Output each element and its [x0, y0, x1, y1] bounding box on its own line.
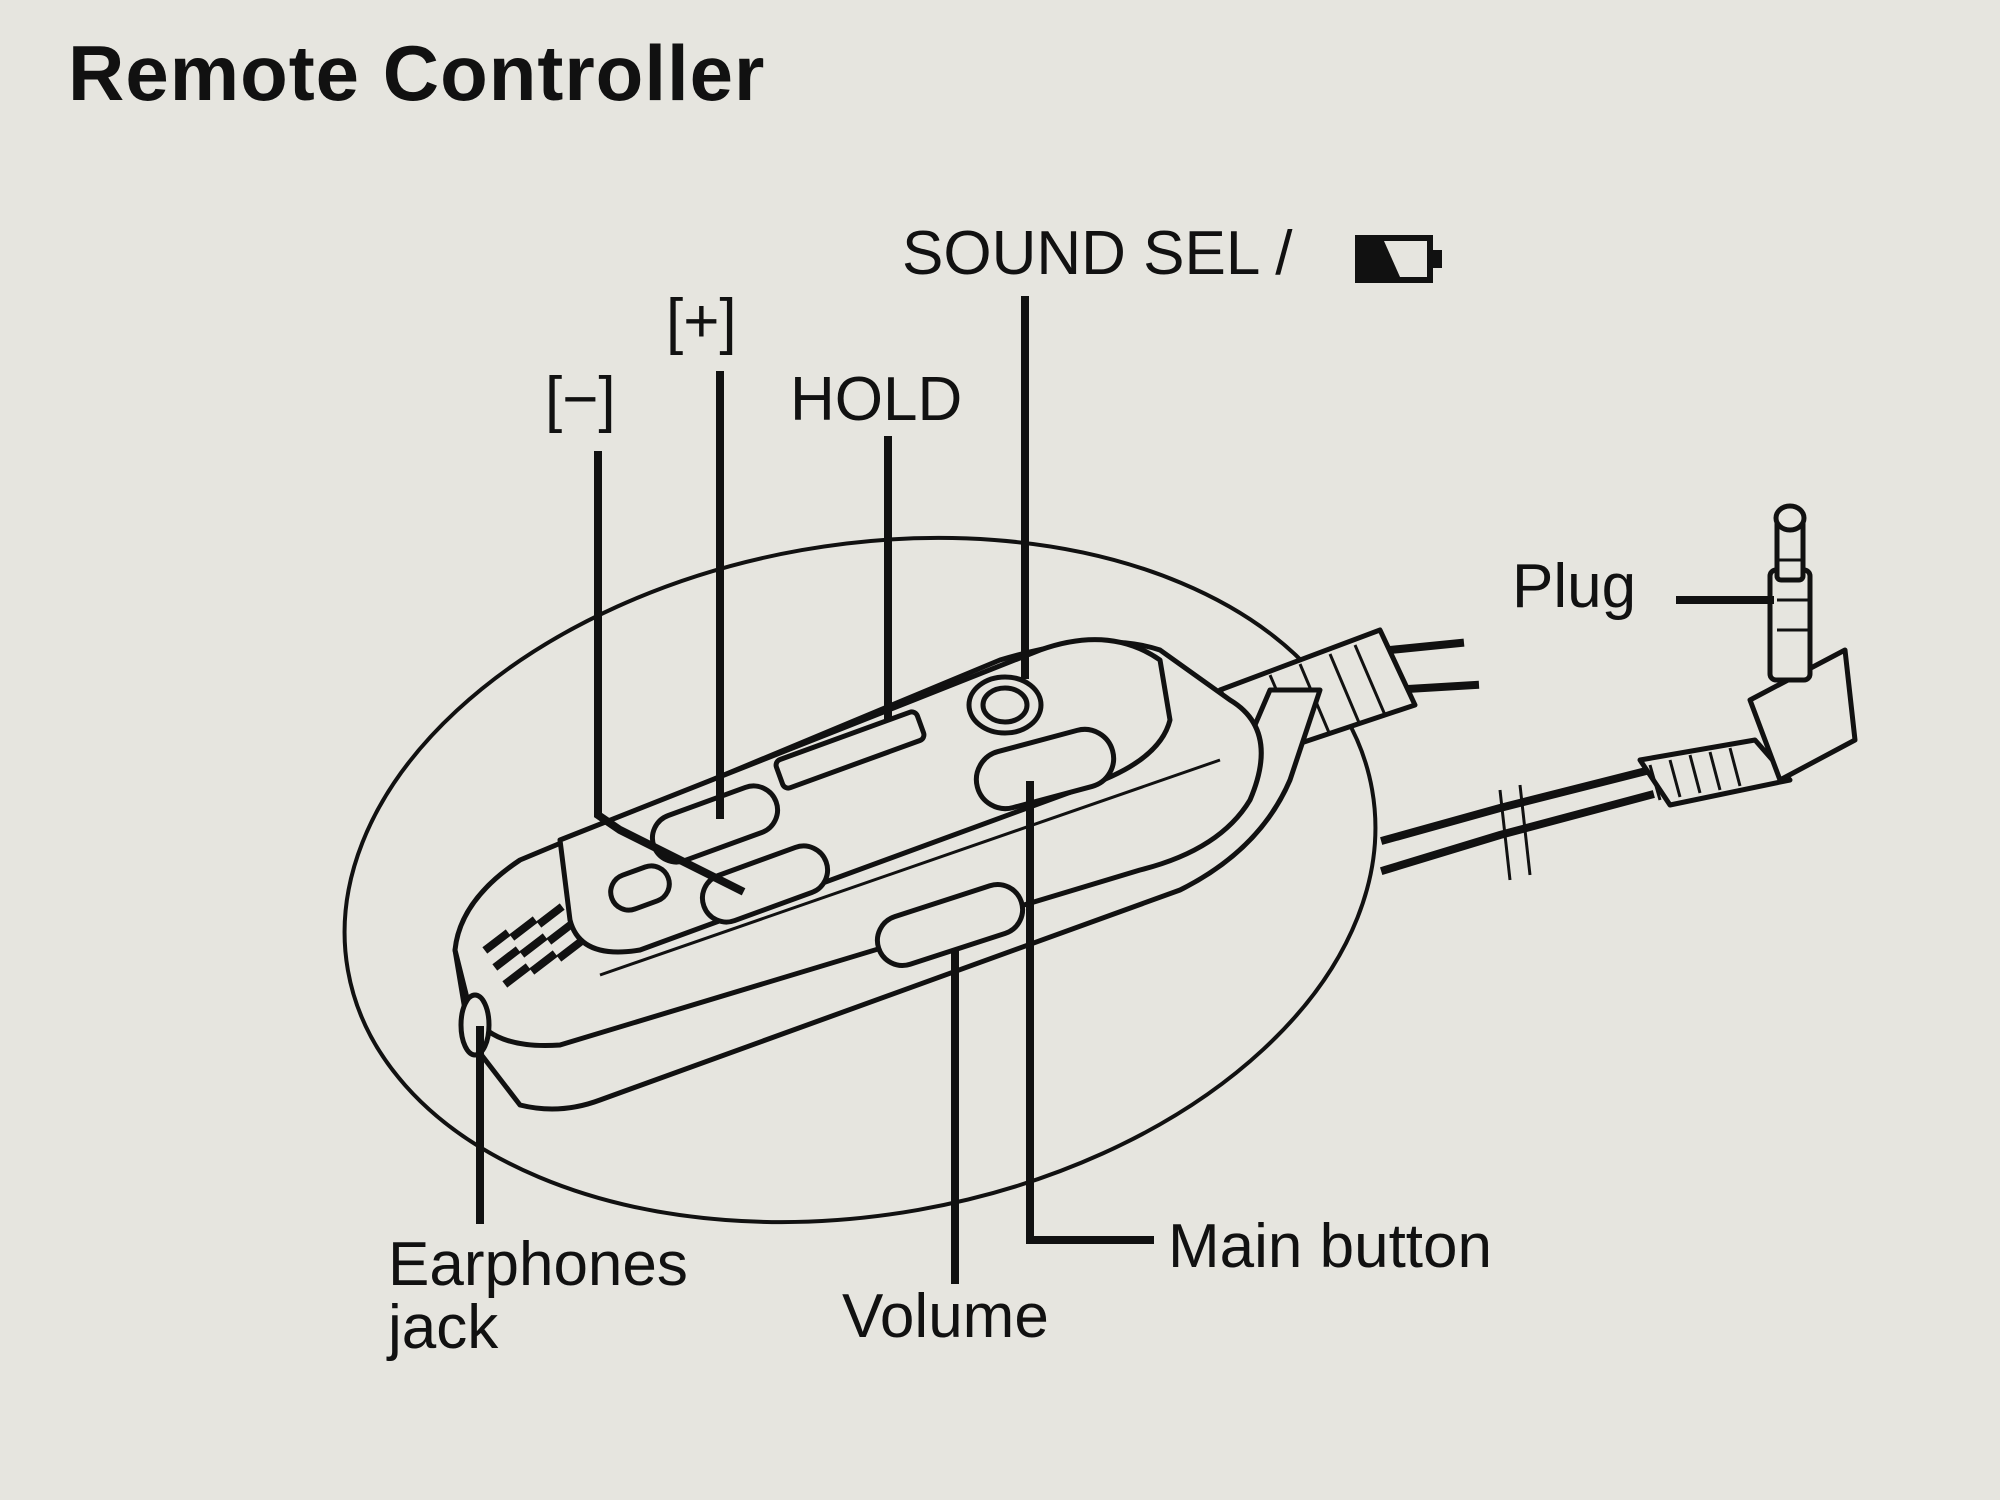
label-plug: Plug — [1512, 552, 1637, 621]
label-main-button: Main button — [1168, 1212, 1492, 1281]
leader-lines — [476, 296, 1774, 1284]
label-minus: [−] — [545, 365, 616, 434]
label-sound-sel: SOUND SEL / — [902, 219, 1293, 288]
page-title: Remote Controller — [68, 29, 766, 117]
leader-minus — [594, 451, 746, 896]
small-oval-button — [608, 863, 672, 913]
volume-wheel-shape — [874, 882, 1026, 968]
main-button-shape — [973, 726, 1117, 812]
cable — [1380, 638, 1655, 881]
label-plus: [+] — [666, 287, 737, 356]
grille-marks — [482, 903, 585, 988]
earphones-jack-socket — [458, 992, 492, 1058]
hold-switch-shape — [773, 709, 927, 791]
plus-button-shape — [699, 843, 831, 925]
backdrop-oval — [342, 535, 1378, 1225]
label-earphones-jack: Earphones jack — [388, 1230, 688, 1363]
plug-graphic — [1637, 503, 1858, 808]
label-hold: HOLD — [790, 365, 963, 434]
leader-main-button — [1026, 781, 1154, 1244]
remote-controls — [608, 674, 1117, 968]
battery-icon — [1355, 235, 1442, 283]
label-volume: Volume — [842, 1282, 1049, 1351]
